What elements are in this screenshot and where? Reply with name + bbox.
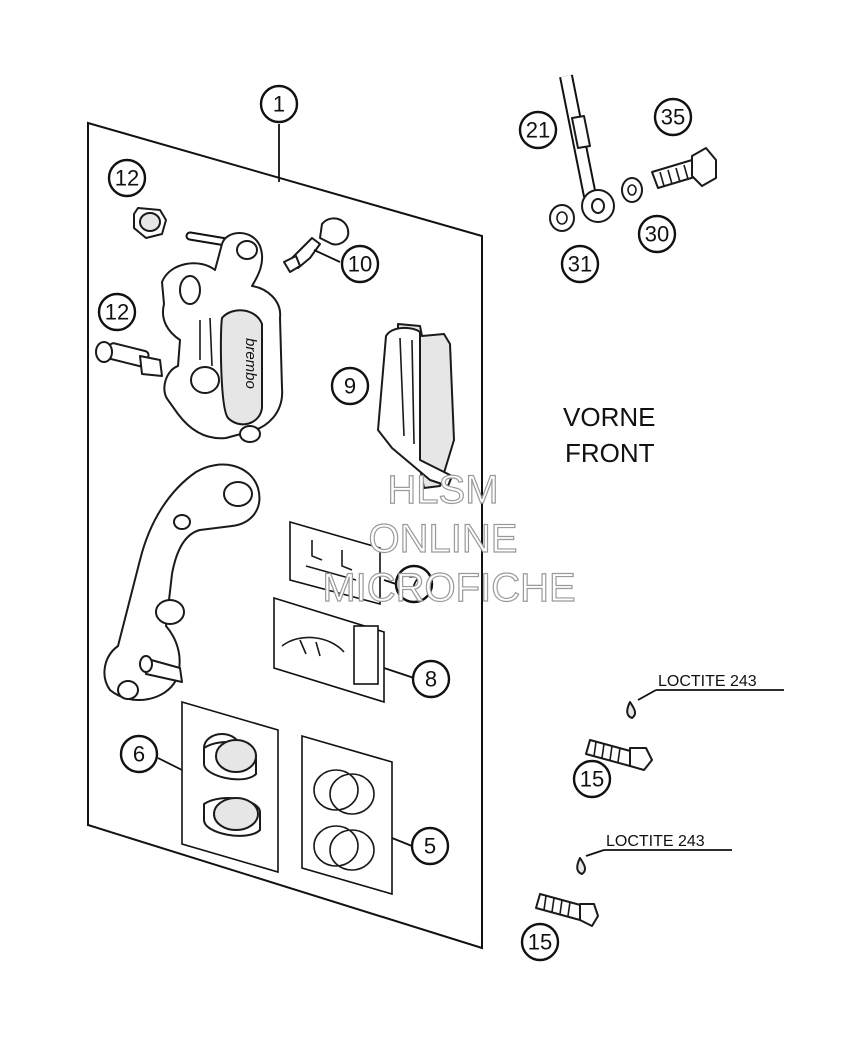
- label-loctite-upper: LOCTITE 243: [658, 673, 757, 690]
- caliper-bolt: [95, 341, 163, 377]
- svg-text:8: 8: [425, 667, 437, 692]
- bleed-cap: [133, 207, 167, 239]
- callout-21: 21: [518, 110, 558, 150]
- watermark-line-2: ONLINE: [369, 517, 518, 561]
- svg-text:7: 7: [408, 572, 420, 597]
- callout-10: 10: [340, 244, 380, 284]
- piston-upper: [203, 733, 257, 781]
- svg-text:21: 21: [526, 118, 550, 143]
- pin-set-card: [273, 596, 385, 704]
- callout-15-lower: 15: [520, 922, 560, 962]
- caliper-bracket: [103, 463, 261, 702]
- leader-6: [157, 757, 183, 771]
- svg-text:9: 9: [344, 374, 356, 399]
- brake-caliper: brembo: [161, 231, 284, 443]
- leader-7: [383, 579, 397, 585]
- bleed-valve: [283, 217, 350, 273]
- callout-8: 8: [411, 659, 451, 699]
- callout-12-lower: 12: [97, 292, 137, 332]
- piston-card: [181, 700, 279, 874]
- callout-5: 5: [410, 826, 450, 866]
- loctite-drop-lower: [576, 857, 587, 875]
- caliper-brand-text: brembo: [242, 338, 259, 389]
- leader-loctite-lower: [585, 849, 605, 857]
- svg-text:6: 6: [133, 742, 145, 767]
- svg-text:15: 15: [528, 930, 552, 955]
- callout-12-upper: 12: [107, 158, 147, 198]
- svg-text:35: 35: [661, 105, 685, 130]
- label-vorne: VORNE: [563, 402, 655, 432]
- brake-hose: [559, 74, 615, 223]
- svg-text:1: 1: [273, 92, 285, 117]
- bolt-15-upper: [585, 701, 653, 771]
- washer-30-hole: [627, 184, 637, 196]
- svg-text:5: 5: [424, 834, 436, 859]
- washer-30: [621, 177, 643, 203]
- callout-31: 31: [560, 244, 600, 284]
- seal-ring-card: [301, 734, 393, 896]
- banjo-bolt: [651, 147, 717, 189]
- label-loctite-lower: LOCTITE 243: [606, 833, 705, 850]
- svg-text:15: 15: [580, 767, 604, 792]
- svg-text:10: 10: [348, 252, 372, 277]
- spring-clip-card: [289, 520, 381, 606]
- piston-lower: [203, 797, 261, 837]
- callout-7: 7: [394, 564, 434, 604]
- leader-8: [383, 667, 415, 679]
- washer-31-hole: [556, 211, 568, 225]
- callout-1: 1: [259, 84, 299, 124]
- brake-pads: [377, 323, 455, 489]
- svg-text:30: 30: [645, 222, 669, 247]
- callout-9: 9: [330, 366, 370, 406]
- loctite-drop-upper: [626, 701, 637, 719]
- callout-6: 6: [119, 734, 159, 774]
- watermark-line-1: HLSM: [387, 468, 498, 512]
- watermark-line-3: MICROFICHE: [322, 566, 575, 610]
- callout-30: 30: [637, 214, 677, 254]
- leader-loctite-upper: [637, 689, 657, 701]
- svg-text:12: 12: [105, 300, 129, 325]
- leader-5: [391, 837, 413, 847]
- svg-text:31: 31: [568, 252, 592, 277]
- svg-text:12: 12: [115, 166, 139, 191]
- bolt-15-lower: [535, 857, 599, 927]
- callout-35: 35: [653, 97, 693, 137]
- label-front: FRONT: [565, 438, 655, 468]
- washer-31: [549, 204, 575, 232]
- leader-10: [313, 249, 341, 263]
- callout-15-upper: 15: [572, 759, 612, 799]
